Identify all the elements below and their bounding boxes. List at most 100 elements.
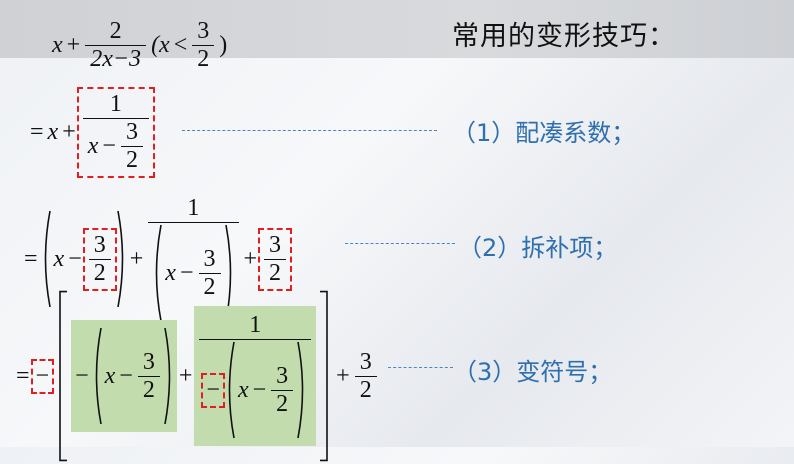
math-symbol: − [119,362,133,389]
numerator: 3 [271,363,293,390]
math-symbol: − [35,362,50,389]
math-symbol: 3 [269,231,282,258]
math-group: 2 [141,377,157,404]
paren-right [116,209,128,309]
paren-left [91,326,103,426]
math-group: 3 [267,232,283,259]
numerator: 3 [264,232,286,259]
numerator: 3 [199,246,221,273]
math-symbol: = [24,245,38,272]
numerator: 3 [355,349,377,376]
math-group: − [204,377,222,404]
math-symbol: − [252,376,267,403]
bracket-right [318,288,330,464]
math-symbol: ) [219,32,228,58]
math-symbol: − [179,259,194,286]
connector-line-2 [345,243,455,244]
math-symbol: 2 [109,18,122,44]
math-symbol: 2 [125,147,138,173]
math-group: 1 [185,195,201,222]
math-symbol: − [75,362,89,389]
math-group: 3 [195,18,211,45]
math-symbol: 3 [359,348,372,375]
math-group: 3 [358,349,374,376]
math-symbol: 3 [197,18,210,44]
math-symbol: x [53,245,65,272]
math-group: 2x−3 [88,46,143,73]
paren-left [40,209,52,309]
math-symbol: 2 [142,376,155,403]
math-symbol: 3 [125,119,138,145]
numerator: 1 [105,91,127,118]
numerator: 3 [138,349,160,376]
math-symbol: 2 [269,259,282,286]
math-symbol: − [68,245,82,272]
step-label-3: （3）变符号； [453,358,613,386]
math-group: 2 [124,147,140,174]
numerator: 3 [89,232,111,259]
math-symbol: x [87,133,99,159]
math-group: 2 [202,274,218,301]
math-group: 2 [195,46,211,73]
slide-title: 常用的变形技巧： [452,21,676,52]
red-highlight-box: − [30,358,55,394]
paren-left [224,340,236,440]
math-symbol: x [47,119,59,145]
math-symbol: x [52,32,63,58]
connector-line-3 [388,367,453,368]
math-symbol: = [16,362,30,389]
denominator: 2 [120,146,143,174]
math-symbol: + [129,245,144,272]
denominator: 2 [271,389,294,418]
math-symbol: (x [151,32,170,58]
title-band [0,0,794,58]
math-group: 2 [92,260,108,287]
paren-left [151,223,163,323]
math-group: 3 [202,246,218,273]
math-group: 2 [274,391,290,418]
math-group: 1 [247,312,263,339]
math-symbol: + [66,32,81,58]
math-symbol: − [102,133,116,159]
math-symbol: 2 [359,376,372,403]
denominator: 2x−3 [85,45,147,73]
paren-right [163,326,175,426]
numerator: 3 [192,18,214,45]
math-group: 3 [124,119,140,146]
math-symbol: 2 [93,259,106,286]
denominator: 2 [354,375,377,404]
math-symbol: 3 [93,231,106,258]
math-symbol: x [237,376,249,403]
denominator: 2 [198,272,221,301]
math-group: 1 [108,91,124,118]
math-symbol: + [178,362,193,389]
numerator: 1 [244,312,266,339]
math-symbol: − [206,376,220,403]
step-label-2: （2）拆补项； [458,234,618,262]
math-symbol: 2x−3 [90,46,142,72]
numerator: 2 [105,18,127,45]
